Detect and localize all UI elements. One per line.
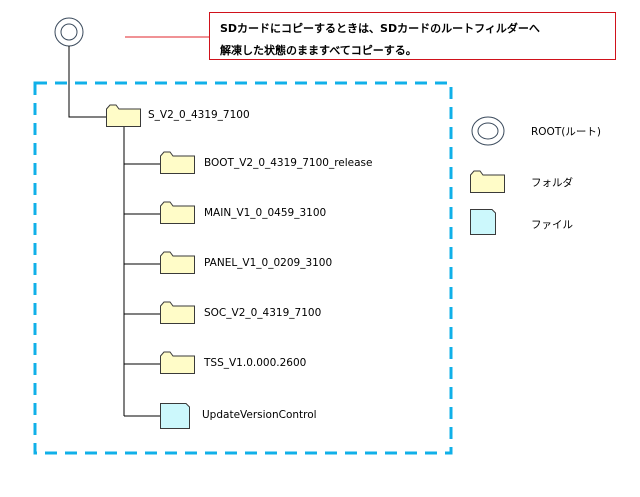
root-icon [54,17,84,47]
legend-root-label: ROOT(ルート) [531,126,601,138]
root-connector [68,46,106,118]
folder-icon [106,104,141,127]
folder-icon [160,251,195,274]
file-icon [160,403,190,429]
folder-label: SOC_V2_0_4319_7100 [204,307,322,319]
instruction-note: SDカードにコピーするときは、SDカードのルートフィルダーへ 解凍した状態のまま… [209,12,616,60]
folder-label: TSS_V1.0.000.2600 [204,357,307,369]
legend-file-label: ファイル [531,219,573,231]
folder-label: MAIN_V1_0_0459_3100 [204,207,327,219]
folder-label: PANEL_V1_0_0209_3100 [204,257,333,269]
legend-root-icon [471,116,505,146]
folder-icon [160,301,195,324]
folder-label: BOOT_V2_0_4319_7100_release [204,157,373,169]
folder-icon [160,201,195,224]
note-line-2: 解凍した状態のまますべてコピーする。 [220,44,417,57]
root-folder-label: S_V2_0_4319_7100 [148,109,250,121]
note-line-1: SDカードにコピーするときは、SDカードのルートフィルダーへ [220,22,540,35]
file-label: UpdateVersionControl [202,409,317,421]
folder-icon [160,151,195,174]
sd-card-frame [33,81,453,455]
legend-folder-label: フォルダ [531,177,573,189]
legend-file-icon [470,209,496,235]
folder-icon [160,351,195,374]
legend-folder-icon [470,170,505,193]
